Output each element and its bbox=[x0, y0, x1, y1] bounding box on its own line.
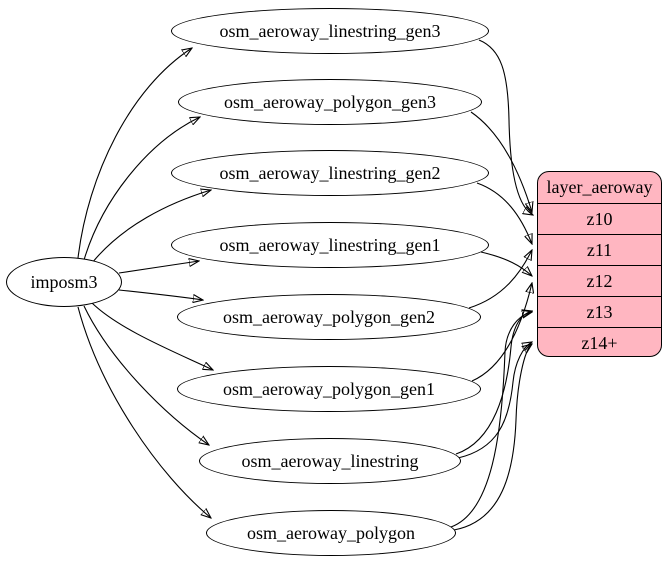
layer-aeroway-row-z11: z11 bbox=[538, 234, 661, 265]
edge-imposm3-to-osm-aeroway-polygon bbox=[77, 306, 211, 518]
edge-osm-aeroway-polygon-gen2-to-z11 bbox=[468, 250, 532, 309]
node-osm-aeroway-linestring-gen1: osm_aeroway_linestring_gen1 bbox=[171, 222, 489, 268]
node-osm-aeroway-linestring-gen3: osm_aeroway_linestring_gen3 bbox=[171, 8, 489, 54]
node-osm-aeroway-polygon-gen3-label: osm_aeroway_polygon_gen3 bbox=[224, 91, 436, 112]
edge-imposm3-to-osm-aeroway-polygon-gen2 bbox=[118, 289, 203, 300]
node-osm-aeroway-polygon: osm_aeroway_polygon bbox=[206, 510, 456, 556]
edge-imposm3-to-osm-aeroway-linestring-gen1 bbox=[118, 261, 199, 274]
edge-osm-aeroway-polygon-to-z13 bbox=[450, 312, 532, 528]
layer-aeroway-row-z10: z10 bbox=[538, 203, 661, 234]
node-osm-aeroway-polygon-gen1-label: osm_aeroway_polygon_gen1 bbox=[223, 378, 435, 399]
edge-osm-aeroway-linestring-gen1-to-z12 bbox=[480, 251, 532, 276]
layer-aeroway-row-z13: z13 bbox=[538, 296, 661, 327]
edge-imposm3-to-osm-aeroway-linestring bbox=[83, 305, 209, 445]
node-osm-aeroway-linestring-gen2: osm_aeroway_linestring_gen2 bbox=[171, 150, 489, 196]
layer-aeroway-title: layer_aeroway bbox=[546, 177, 653, 197]
edge-osm-aeroway-polygon-to-z14 bbox=[453, 344, 532, 531]
edge-imposm3-to-osm-aeroway-polygon-gen3 bbox=[83, 117, 200, 261]
node-osm-aeroway-polygon-gen2: osm_aeroway_polygon_gen2 bbox=[177, 294, 481, 340]
node-imposm3-label: imposm3 bbox=[30, 271, 98, 292]
edge-imposm3-to-osm-aeroway-linestring-gen3 bbox=[77, 48, 192, 259]
edge-osm-aeroway-polygon-gen3-to-z10 bbox=[470, 111, 532, 212]
layer-aeroway-row-z12: z12 bbox=[538, 265, 661, 296]
node-osm-aeroway-polygon-gen2-label: osm_aeroway_polygon_gen2 bbox=[223, 306, 435, 327]
node-osm-aeroway-polygon-gen3: osm_aeroway_polygon_gen3 bbox=[178, 79, 482, 125]
layer-aeroway-row-z14: z14+ bbox=[538, 327, 661, 356]
node-osm-aeroway-linestring-gen3-label: osm_aeroway_linestring_gen3 bbox=[219, 20, 441, 41]
node-osm-aeroway-linestring-label: osm_aeroway_linestring bbox=[241, 450, 419, 471]
node-osm-aeroway-linestring: osm_aeroway_linestring bbox=[199, 438, 461, 484]
node-layer-aeroway: layer_aeroway z10 z11 z12 z13 z14+ bbox=[537, 171, 662, 357]
node-osm-aeroway-polygon-label: osm_aeroway_polygon bbox=[247, 522, 415, 543]
node-osm-aeroway-linestring-gen2-label: osm_aeroway_linestring_gen2 bbox=[219, 162, 441, 183]
edge-imposm3-to-osm-aeroway-linestring-gen2 bbox=[91, 190, 211, 264]
node-imposm3: imposm3 bbox=[6, 257, 122, 307]
node-osm-aeroway-linestring-gen1-label: osm_aeroway_linestring_gen1 bbox=[219, 234, 441, 255]
edge-osm-aeroway-linestring-gen2-to-z11 bbox=[476, 182, 532, 244]
node-osm-aeroway-polygon-gen1: osm_aeroway_polygon_gen1 bbox=[177, 366, 481, 412]
edge-osm-aeroway-linestring-to-z13 bbox=[455, 311, 532, 455]
edge-osm-aeroway-linestring-gen3-to-z10 bbox=[478, 39, 533, 215]
edge-imposm3-to-osm-aeroway-polygon-gen1 bbox=[91, 302, 213, 370]
edge-osm-aeroway-linestring-to-z14 bbox=[457, 342, 532, 459]
